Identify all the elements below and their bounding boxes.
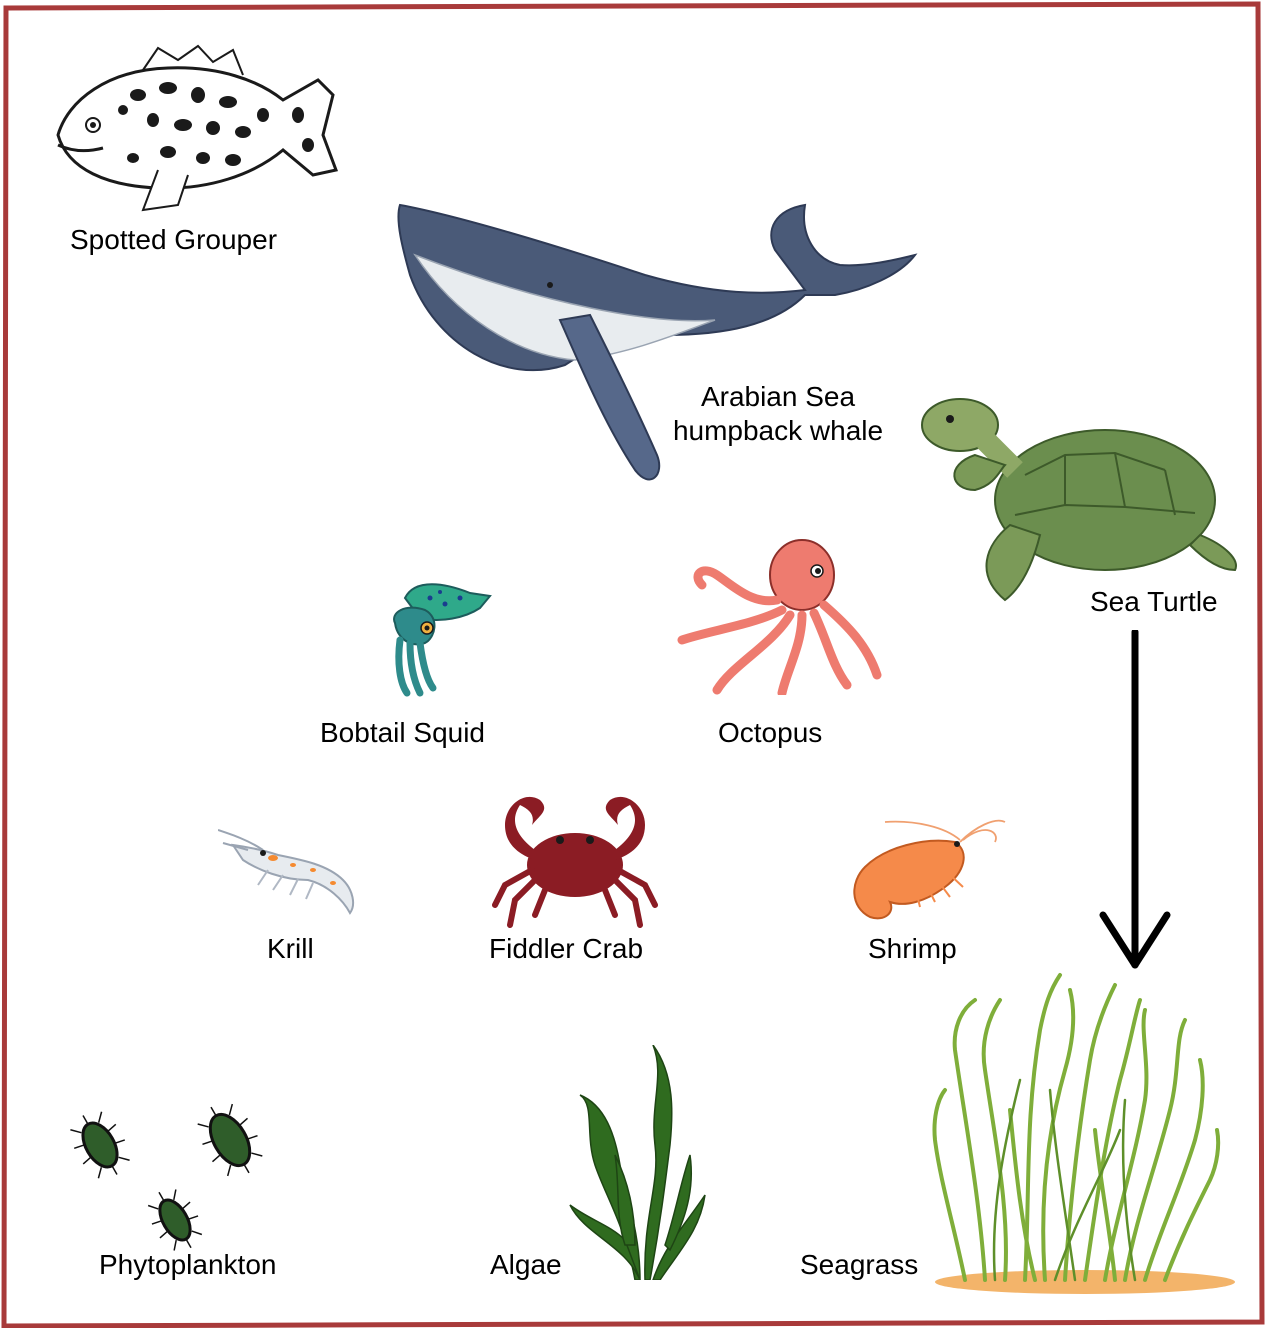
label-spotted-grouper: Spotted Grouper [70,223,277,257]
label-octopus: Octopus [718,716,822,750]
humpback-whale-icon [395,195,925,495]
label-humpback-whale: Arabian Sea humpback whale [658,380,898,447]
label-seagrass: Seagrass [800,1248,918,1282]
octopus-icon [672,535,887,695]
seagrass-icon [925,970,1235,1295]
krill-icon [218,825,358,917]
label-algae: Algae [490,1248,562,1282]
spotted-grouper-icon [48,40,343,220]
label-humpback-whale-line-1: Arabian Sea [658,380,898,414]
label-phytoplankton: Phytoplankton [99,1248,276,1282]
phytoplankton-icon [65,1100,275,1255]
fiddler-crab-icon [480,790,670,930]
label-krill: Krill [267,932,314,966]
bobtail-squid-icon [385,578,495,698]
label-shrimp: Shrimp [868,932,957,966]
label-humpback-whale-line-2: humpback whale [658,414,898,448]
label-sea-turtle: Sea Turtle [1090,585,1218,619]
sea-turtle-icon [915,395,1245,610]
label-fiddler-crab: Fiddler Crab [489,932,643,966]
shrimp-icon [845,812,1010,927]
label-bobtail-squid: Bobtail Squid [320,716,485,750]
down-arrow-icon [1095,630,1175,975]
algae-icon [565,1045,715,1280]
